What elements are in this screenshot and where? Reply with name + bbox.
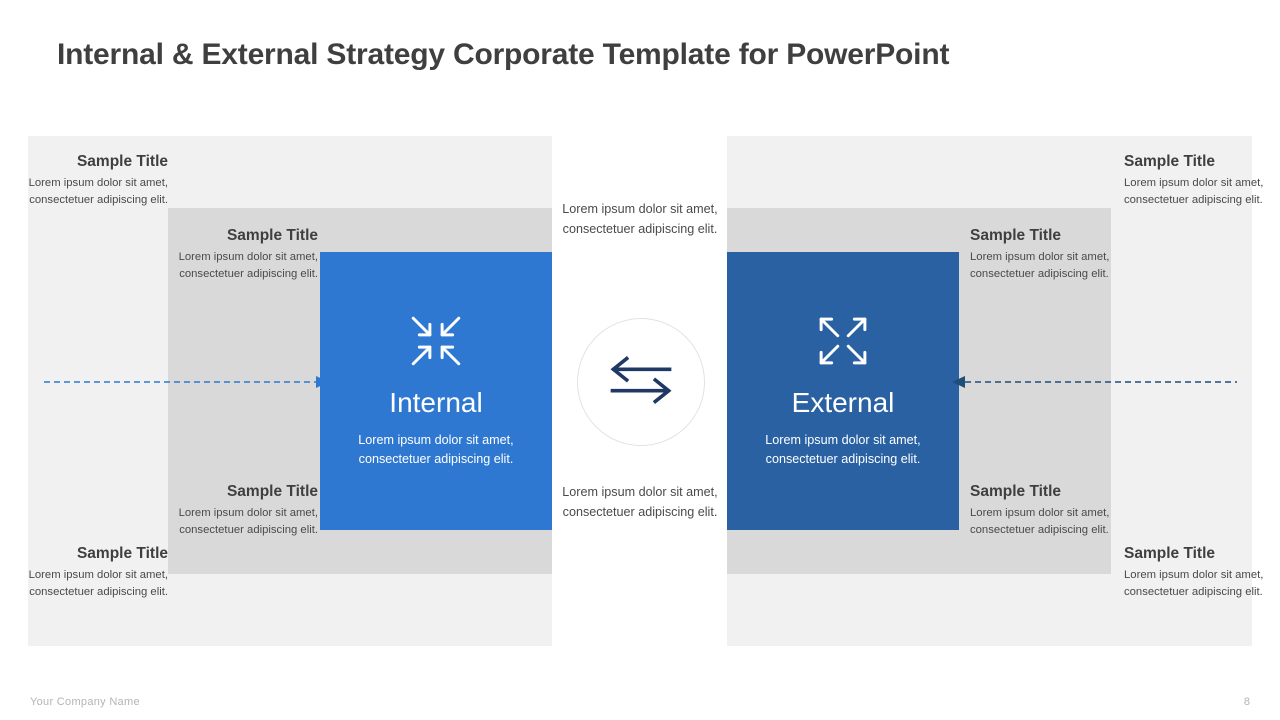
right-block-3-body: Lorem ipsum dolor sit amet, consectetuer… <box>970 506 1110 536</box>
exchange-circle[interactable] <box>577 318 705 446</box>
left-block-4[interactable]: Sample Title Lorem ipsum dolor sit amet,… <box>12 545 168 600</box>
right-block-1-title: Sample Title <box>1124 153 1216 170</box>
right-dashed-arrow <box>952 372 1237 392</box>
arrows-expand-icon <box>815 313 871 369</box>
left-block-1[interactable]: Sample Title Lorem ipsum dolor sit amet,… <box>12 153 168 208</box>
internal-core-box[interactable]: Internal Lorem ipsum dolor sit amet, con… <box>320 252 552 530</box>
left-block-4-body: Lorem ipsum dolor sit amet, consectetuer… <box>28 568 168 598</box>
right-block-1[interactable]: Sample Title Lorem ipsum dolor sit amet,… <box>1124 153 1280 208</box>
center-top-text: Lorem ipsum dolor sit amet, consectetuer… <box>562 202 718 236</box>
page-title: Internal & External Strategy Corporate T… <box>57 38 950 71</box>
internal-label: Internal <box>389 387 483 419</box>
left-block-2-body: Lorem ipsum dolor sit amet, consectetuer… <box>178 250 318 280</box>
right-block-2[interactable]: Sample Title Lorem ipsum dolor sit amet,… <box>970 227 1120 282</box>
right-block-2-body: Lorem ipsum dolor sit amet, consectetuer… <box>970 250 1110 280</box>
exchange-arrows-icon <box>605 355 677 410</box>
external-label: External <box>791 387 895 419</box>
left-block-4-title: Sample Title <box>76 545 168 562</box>
external-body: Lorem ipsum dolor sit amet, consectetuer… <box>765 433 921 466</box>
left-block-2-title: Sample Title <box>226 227 318 244</box>
footer-page-number: 8 <box>1243 696 1250 708</box>
left-block-1-body: Lorem ipsum dolor sit amet, consectetuer… <box>28 176 168 206</box>
left-block-3-body: Lorem ipsum dolor sit amet, consectetuer… <box>178 506 318 536</box>
left-block-3-title: Sample Title <box>226 483 318 500</box>
right-block-2-title: Sample Title <box>970 227 1062 244</box>
left-block-2[interactable]: Sample Title Lorem ipsum dolor sit amet,… <box>168 227 318 282</box>
right-block-4-title: Sample Title <box>1124 545 1216 562</box>
right-block-3[interactable]: Sample Title Lorem ipsum dolor sit amet,… <box>970 483 1120 538</box>
footer-company-name: Your Company Name <box>30 696 140 708</box>
arrows-collapse-icon <box>408 313 464 369</box>
left-block-1-title: Sample Title <box>76 153 168 170</box>
right-block-1-body: Lorem ipsum dolor sit amet, consectetuer… <box>1124 176 1264 206</box>
right-block-3-title: Sample Title <box>970 483 1062 500</box>
left-block-3[interactable]: Sample Title Lorem ipsum dolor sit amet,… <box>168 483 318 538</box>
right-block-4-body: Lorem ipsum dolor sit amet, consectetuer… <box>1124 568 1264 598</box>
center-bottom-text: Lorem ipsum dolor sit amet, consectetuer… <box>562 485 718 519</box>
internal-body: Lorem ipsum dolor sit amet, consectetuer… <box>358 433 514 466</box>
right-block-4[interactable]: Sample Title Lorem ipsum dolor sit amet,… <box>1124 545 1280 600</box>
left-dashed-arrow <box>44 372 329 392</box>
external-core-box[interactable]: External Lorem ipsum dolor sit amet, con… <box>727 252 959 530</box>
